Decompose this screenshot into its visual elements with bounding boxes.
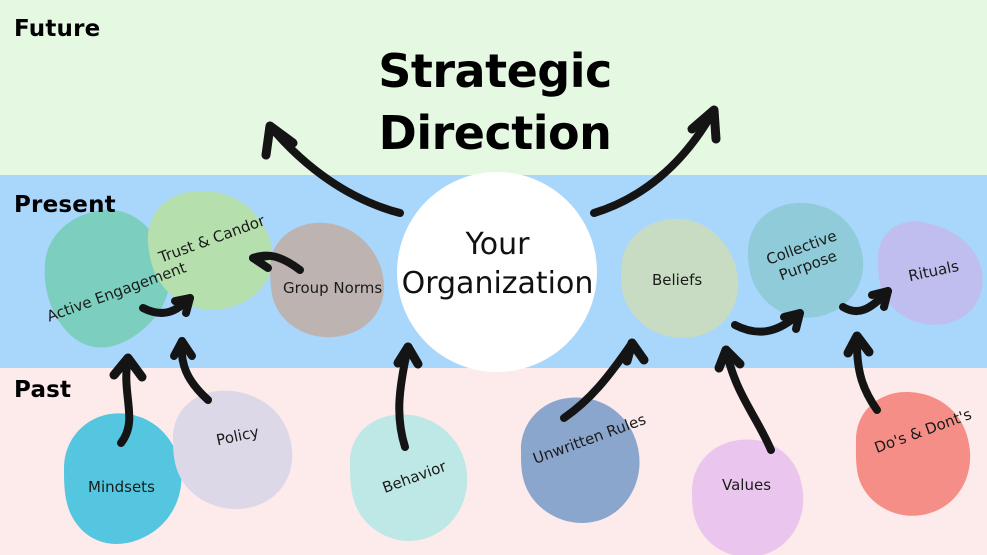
arrow-collective-purpose-to-rituals	[839, 287, 892, 315]
arrow-mindsets-to-active-engagement	[109, 353, 147, 447]
band-label-past: Past	[14, 377, 72, 403]
blob-active-engagement[interactable]	[44, 209, 170, 348]
center-circle-label: Your Organization	[370, 225, 625, 303]
blob-rituals[interactable]	[878, 221, 983, 325]
blob-dos-donts[interactable]	[855, 392, 971, 516]
title-line-2: Direction	[378, 106, 612, 161]
arrow-active-engagement-to-trust	[139, 294, 194, 317]
band-label-future: Future	[14, 16, 101, 42]
title-line-1: Strategic	[378, 44, 612, 98]
page-title: Strategic Direction	[330, 40, 660, 164]
arrow-org-to-strategic-left	[261, 121, 404, 217]
blob-trust-candor[interactable]	[147, 190, 273, 310]
center-circle-your-organization[interactable]	[397, 172, 597, 372]
arrow-group	[109, 105, 892, 454]
blob-policy[interactable]	[173, 390, 293, 510]
blob-mindsets[interactable]	[64, 413, 182, 544]
blob-beliefs[interactable]	[620, 218, 739, 338]
center-line-1: Your	[465, 227, 530, 262]
arrow-behavior-to-organization	[393, 342, 423, 451]
arrow-org-to-strategic-right	[590, 105, 721, 217]
arrow-values-to-collective-purpose	[714, 345, 775, 454]
blob-unwritten-rules[interactable]	[520, 397, 640, 523]
blob-collective-purpose[interactable]	[748, 202, 864, 318]
arrow-policy-to-trust	[170, 337, 212, 404]
band-future	[0, 0, 987, 175]
arrow-beliefs-to-collective-purpose	[731, 309, 804, 336]
blob-values[interactable]	[692, 439, 804, 555]
center-line-2: Organization	[401, 266, 594, 301]
band-label-present: Present	[14, 192, 116, 218]
arrow-unwritten-rules-to-beliefs	[560, 338, 649, 422]
arrow-dos-donts-to-rituals	[843, 331, 881, 414]
blob-behavior[interactable]	[350, 414, 468, 541]
blob-group-norms[interactable]	[269, 222, 384, 338]
arrow-group-norms-to-trust	[249, 251, 304, 274]
